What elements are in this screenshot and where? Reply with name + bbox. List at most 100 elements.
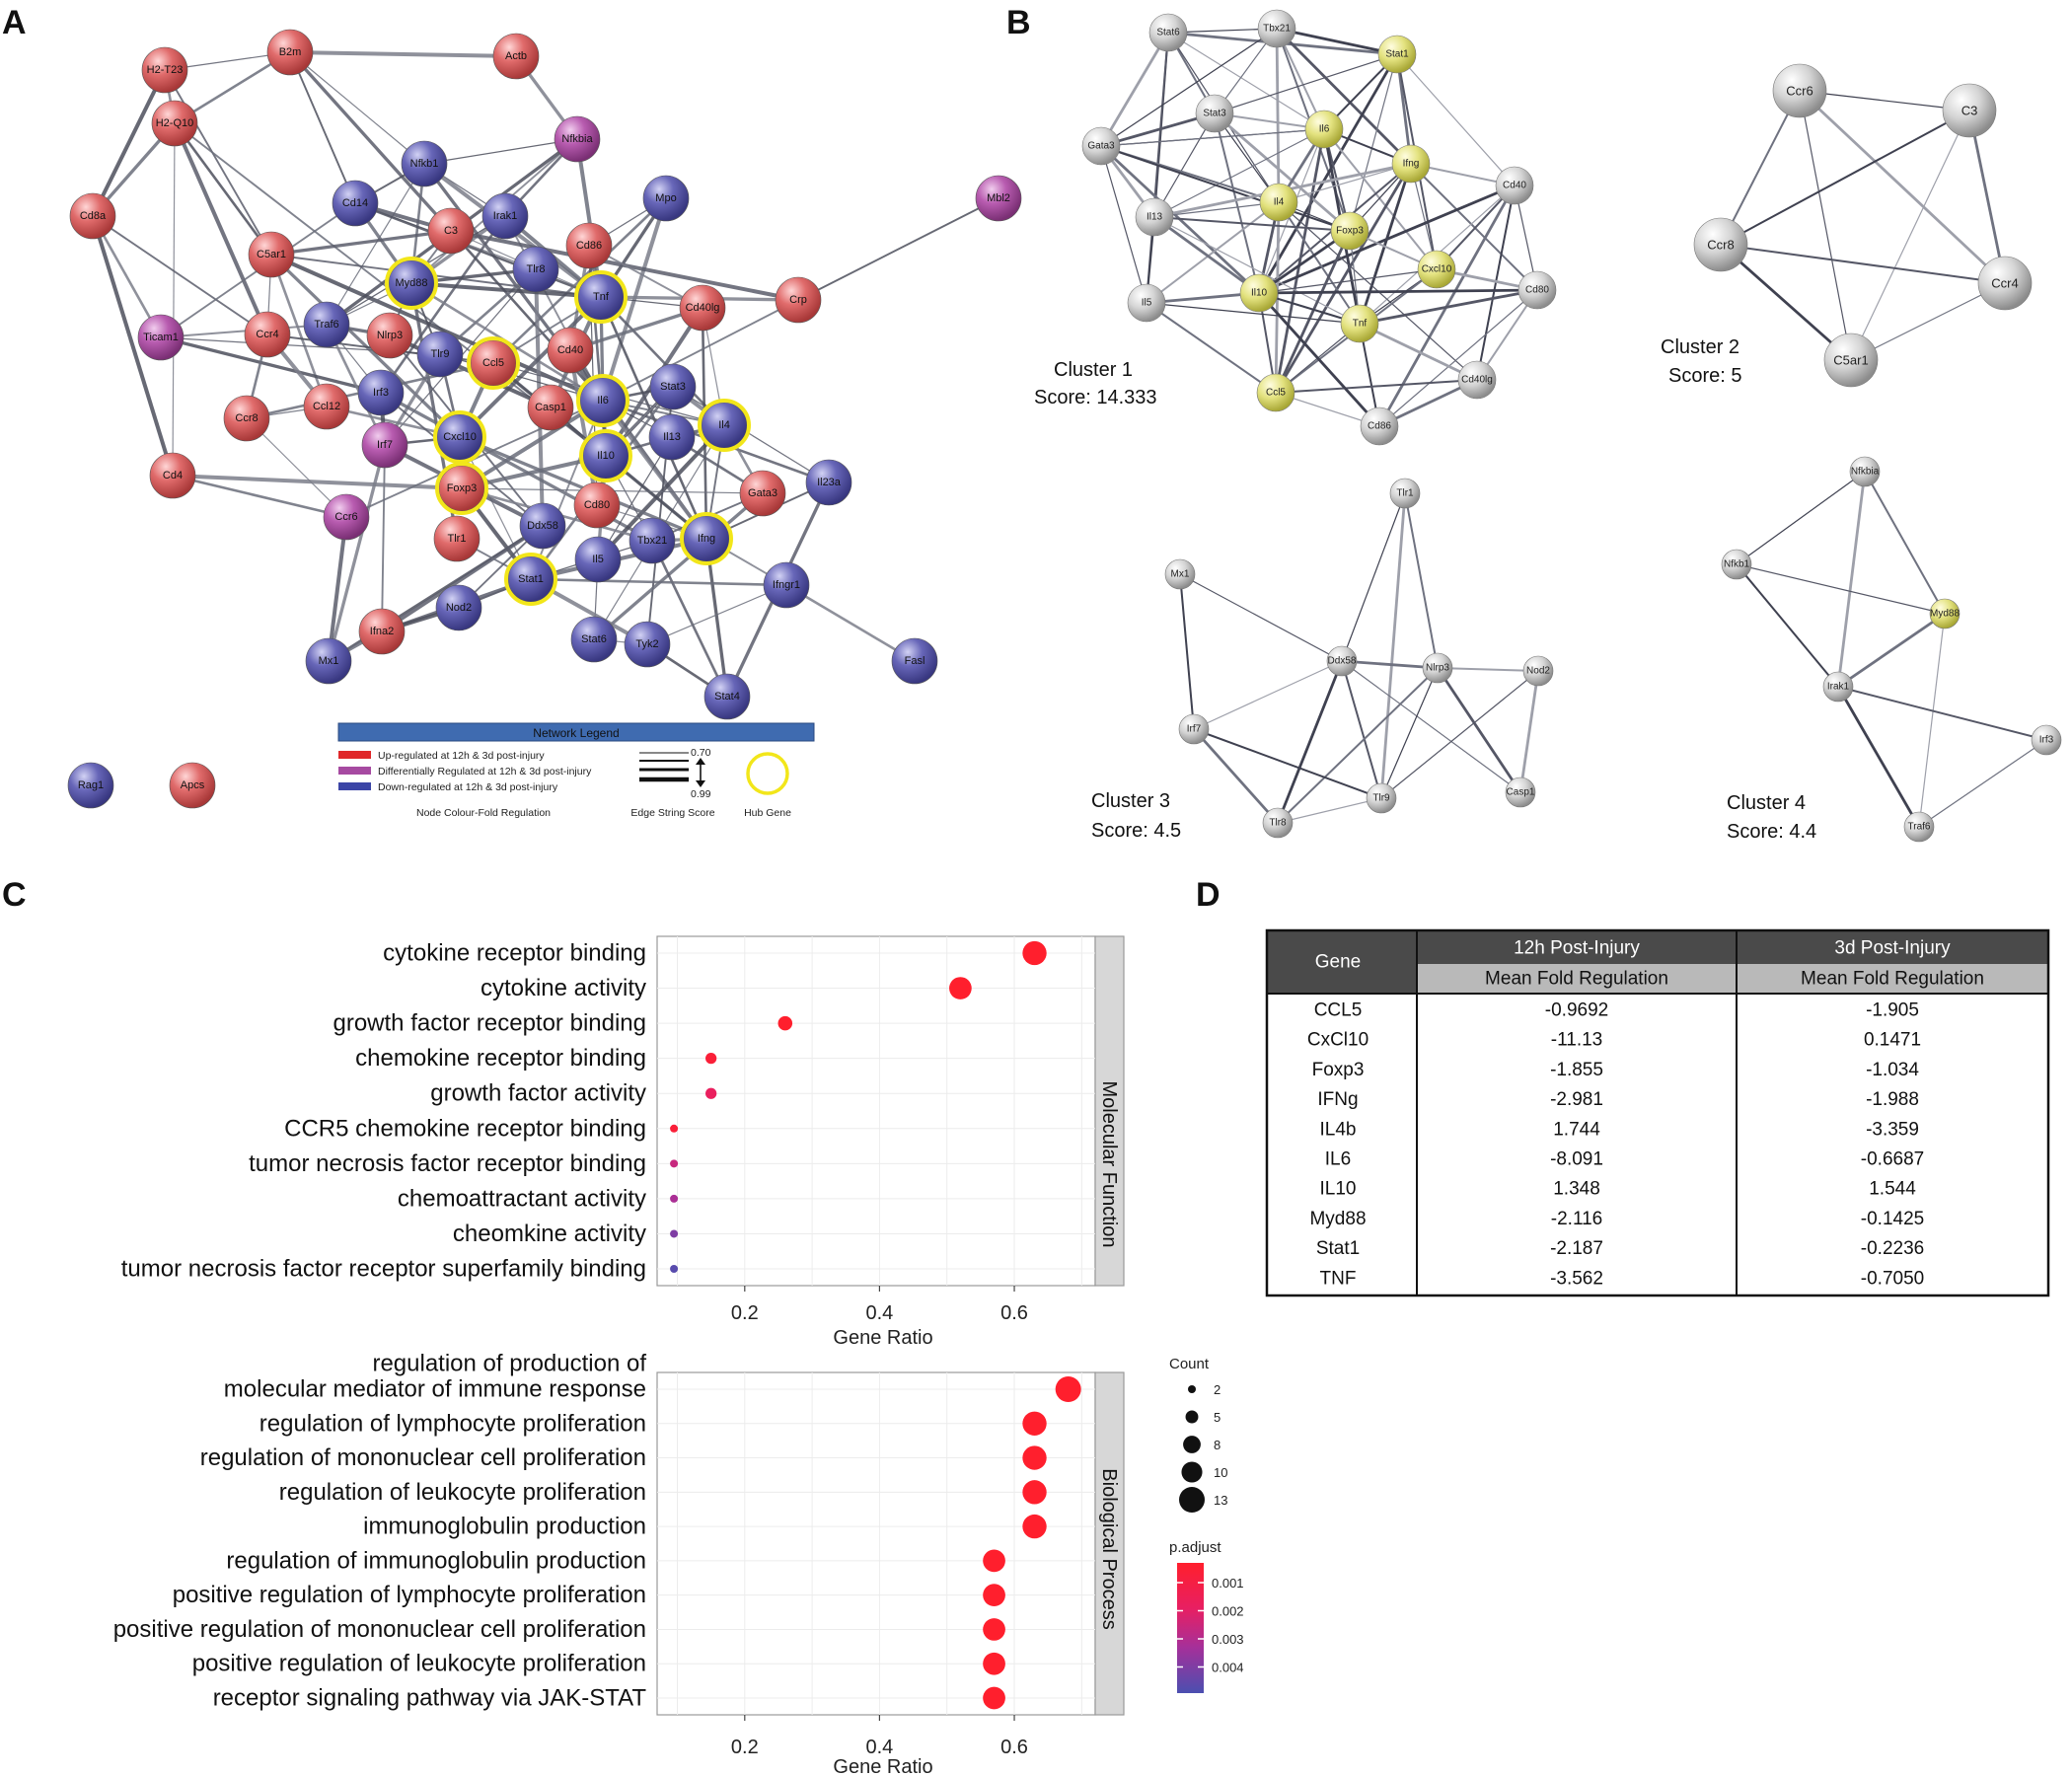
edge-score-high: 0.99 — [691, 788, 711, 800]
node-cxcl10[interactable]: Cxcl10 — [433, 410, 486, 464]
cluster-node-tnf[interactable]: Tnf — [1340, 304, 1379, 343]
cluster-node-ccr6[interactable]: Ccr6 — [1772, 63, 1827, 118]
node-gata3[interactable]: Gata3 — [739, 470, 786, 517]
node-apcs[interactable]: Apcs — [169, 762, 216, 809]
cluster-node-il10[interactable]: Il10 — [1239, 273, 1279, 313]
node-tlr1[interactable]: Tlr1 — [433, 515, 481, 562]
cluster-node-tbx21[interactable]: Tbx21 — [1257, 9, 1296, 48]
node-il10[interactable]: Il10 — [579, 429, 632, 482]
cluster-node-il5[interactable]: Il5 — [1127, 283, 1166, 323]
cluster-node-stat3[interactable]: Stat3 — [1195, 94, 1234, 133]
cluster-node-cd86[interactable]: Cd86 — [1360, 407, 1399, 446]
cluster-node-myd88[interactable]: Myd88 — [1929, 598, 1960, 629]
cluster-node-stat1[interactable]: Stat1 — [1377, 35, 1417, 74]
node-cd80[interactable]: Cd80 — [573, 481, 621, 529]
node-il5[interactable]: Il5 — [574, 536, 622, 583]
node-mpo[interactable]: Mpo — [642, 175, 690, 222]
node-casp1[interactable]: Casp1 — [527, 384, 574, 431]
node-cd86[interactable]: Cd86 — [565, 222, 613, 269]
node-nfkbia[interactable]: Nfkbia — [554, 115, 601, 163]
node-tlr8[interactable]: Tlr8 — [512, 246, 559, 293]
cluster-node-cxcl10[interactable]: Cxcl10 — [1417, 250, 1456, 289]
cluster-node-gata3[interactable]: Gata3 — [1081, 126, 1121, 166]
cluster-node-nfkbia[interactable]: Nfkbia — [1849, 456, 1881, 487]
node-ifng[interactable]: Ifng — [680, 512, 733, 565]
node-mx1[interactable]: Mx1 — [305, 637, 352, 685]
node-ccr4[interactable]: Ccr4 — [244, 311, 291, 358]
node-cd14[interactable]: Cd14 — [332, 180, 379, 227]
cluster-node-ccr8[interactable]: Ccr8 — [1693, 217, 1748, 272]
node-cd4[interactable]: Cd4 — [149, 452, 196, 499]
node-c5ar1[interactable]: C5ar1 — [248, 231, 295, 278]
cluster-node-casp1[interactable]: Casp1 — [1505, 777, 1536, 808]
node-ccr6[interactable]: Ccr6 — [323, 493, 370, 541]
node-tbx21[interactable]: Tbx21 — [629, 517, 676, 564]
cluster-node-nod2[interactable]: Nod2 — [1522, 655, 1554, 687]
node-stat6[interactable]: Stat6 — [570, 616, 618, 663]
cluster-node-il4[interactable]: Il4 — [1259, 183, 1298, 222]
cluster-node-nlrp3[interactable]: Nlrp3 — [1422, 652, 1453, 684]
node-actb[interactable]: Actb — [492, 33, 540, 80]
node-stat1[interactable]: Stat1 — [504, 553, 557, 606]
node-ccl5[interactable]: Ccl5 — [467, 336, 520, 390]
node-foxp3[interactable]: Foxp3 — [435, 462, 488, 515]
cluster-node-cd40[interactable]: Cd40 — [1495, 166, 1534, 205]
node-ticam1[interactable]: Ticam1 — [137, 314, 185, 361]
cluster-node-tlr8[interactable]: Tlr8 — [1262, 807, 1294, 839]
node-il13[interactable]: Il13 — [648, 413, 696, 461]
node-ifna2[interactable]: Ifna2 — [358, 608, 406, 655]
node-ccl12[interactable]: Ccl12 — [303, 383, 350, 430]
node-fasl[interactable]: Fasl — [891, 637, 938, 685]
node-crp[interactable]: Crp — [775, 276, 822, 324]
cluster-node-cd80[interactable]: Cd80 — [1517, 270, 1557, 310]
cluster-node-foxp3[interactable]: Foxp3 — [1330, 211, 1369, 251]
node-mbl2[interactable]: Mbl2 — [975, 175, 1022, 222]
node-rag1[interactable]: Rag1 — [67, 762, 114, 809]
node-cd8a[interactable]: Cd8a — [69, 192, 116, 240]
node-h2-t23[interactable]: H2-T23 — [141, 46, 188, 94]
cluster-node-ccr4[interactable]: Ccr4 — [1977, 256, 2033, 311]
node-il6[interactable]: Il6 — [576, 374, 629, 427]
node-tlr9[interactable]: Tlr9 — [416, 331, 464, 378]
cluster-node-ccl5[interactable]: Ccl5 — [1256, 373, 1295, 412]
cluster-node-ddx58[interactable]: Ddx58 — [1326, 645, 1358, 677]
node-nod2[interactable]: Nod2 — [435, 584, 482, 631]
node-cd40lg[interactable]: Cd40lg — [679, 284, 726, 332]
node-irf7[interactable]: Irf7 — [361, 421, 408, 469]
node-nlrp3[interactable]: Nlrp3 — [366, 312, 413, 359]
node-b2m[interactable]: B2m — [266, 29, 314, 76]
node-ccr8[interactable]: Ccr8 — [223, 395, 270, 442]
node-tnf[interactable]: Tnf — [574, 270, 628, 324]
cluster-node-irak1[interactable]: Irak1 — [1822, 671, 1854, 703]
term-label: tumor necrosis factor receptor superfami… — [121, 1256, 646, 1283]
cluster-node-nfkb1[interactable]: Nfkb1 — [1721, 549, 1752, 580]
cluster-node-c5ar1[interactable]: C5ar1 — [1823, 333, 1879, 388]
node-stat3[interactable]: Stat3 — [649, 363, 697, 410]
node-nfkb1[interactable]: Nfkb1 — [401, 140, 448, 187]
cluster-node-tlr9[interactable]: Tlr9 — [1366, 782, 1397, 814]
node-tyk2[interactable]: Tyk2 — [624, 621, 671, 668]
node-c3[interactable]: C3 — [427, 207, 475, 255]
cluster-node-traf6[interactable]: Traf6 — [1903, 811, 1935, 843]
cluster-node-ifng[interactable]: Ifng — [1391, 144, 1431, 184]
cluster-node-il13[interactable]: Il13 — [1135, 197, 1174, 237]
node-ddx58[interactable]: Ddx58 — [519, 502, 566, 550]
node-il23a[interactable]: Il23a — [805, 459, 852, 506]
cluster-node-irf3[interactable]: Irf3 — [2031, 724, 2062, 756]
cluster-node-stat6[interactable]: Stat6 — [1148, 13, 1188, 52]
cluster-node-irf7[interactable]: Irf7 — [1178, 713, 1210, 745]
node-irf3[interactable]: Irf3 — [357, 369, 405, 416]
cluster-node-cd40lg[interactable]: Cd40lg — [1457, 360, 1497, 400]
node-stat4[interactable]: Stat4 — [703, 673, 751, 720]
cluster-node-c3[interactable]: C3 — [1942, 83, 1997, 138]
node-h2-q10[interactable]: H2-Q10 — [151, 100, 198, 147]
node-ifngr1[interactable]: Ifngr1 — [763, 561, 810, 609]
node-il4[interactable]: Il4 — [698, 399, 751, 452]
cluster-node-il6[interactable]: Il6 — [1304, 110, 1344, 149]
node-traf6[interactable]: Traf6 — [303, 301, 350, 348]
cluster-node-mx1[interactable]: Mx1 — [1164, 558, 1196, 590]
node-irak1[interactable]: Irak1 — [481, 192, 529, 240]
cluster-node-tlr1[interactable]: Tlr1 — [1389, 478, 1421, 509]
node-cd40[interactable]: Cd40 — [547, 327, 594, 374]
node-myd88[interactable]: Myd88 — [385, 257, 438, 310]
